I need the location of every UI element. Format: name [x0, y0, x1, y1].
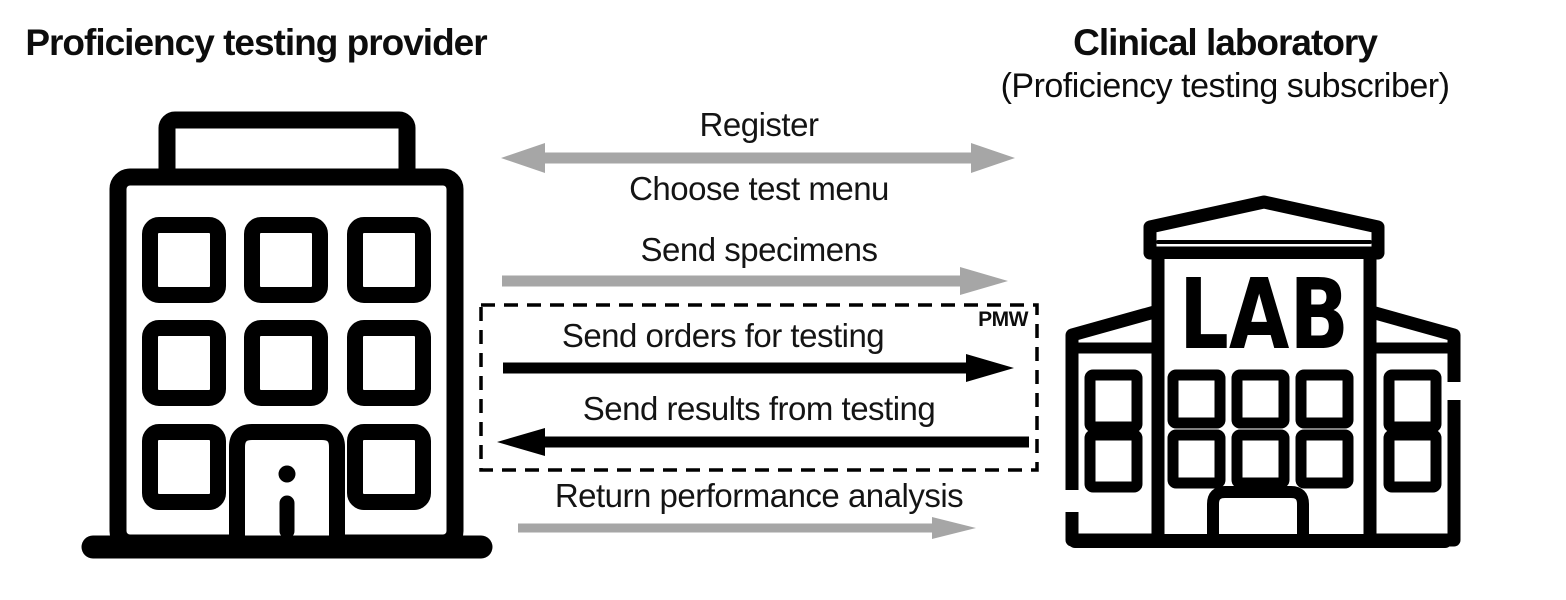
send-results-arrow: [497, 428, 1029, 456]
lab-sign-text: LAB: [1179, 258, 1349, 371]
pmw-dashed-box: [479, 303, 1039, 472]
send-orders-arrow: [503, 354, 1014, 382]
send-specimens-label: Send specimens: [640, 231, 878, 268]
office-door: [229, 424, 345, 545]
pmw-tag: PMW: [978, 308, 1028, 331]
lab-door: [1207, 486, 1309, 546]
register-double-arrow: [501, 143, 1015, 173]
office-door-peephole: [278, 465, 296, 483]
laboratory-subtitle: (Proficiency testing subscriber): [1000, 67, 1450, 105]
register-label: Register: [699, 106, 819, 143]
return-performance-label: Return performance analysis: [554, 477, 964, 514]
laboratory-title: Clinical laboratory: [1073, 22, 1378, 63]
send-orders-label: Send orders for testing: [561, 317, 885, 354]
provider-title: Proficiency testing provider: [25, 22, 487, 63]
lab-building-icon: LAB: [1064, 195, 1462, 548]
choose-test-menu-label: Choose test menu: [629, 170, 889, 207]
office-building-icon: [81, 111, 493, 559]
lab-roof: [1143, 195, 1385, 260]
return-performance-arrow: [518, 517, 976, 539]
laboratory-title-block: Clinical laboratory (Proficiency testing…: [958, 22, 1492, 106]
send-specimens-arrow: [502, 267, 1008, 295]
send-results-label: Send results from testing: [582, 390, 936, 427]
